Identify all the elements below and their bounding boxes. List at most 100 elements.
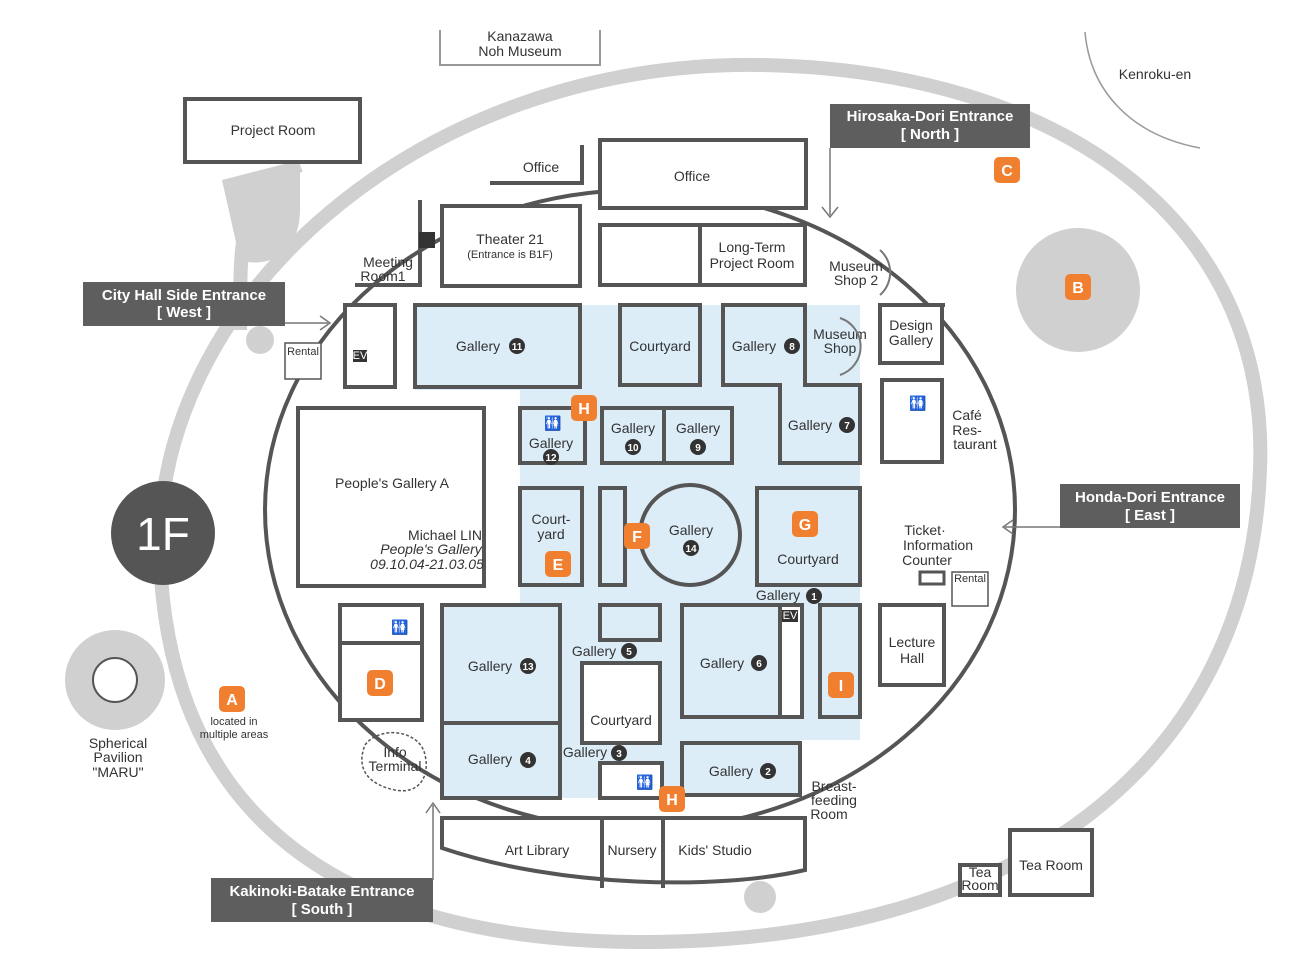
located-in-2: multiple areas	[200, 729, 269, 741]
meeting-room-label-1: Meeting	[363, 254, 413, 270]
theater-21-label: Theater 21	[476, 231, 544, 247]
gallery-4-num: 4	[525, 756, 531, 767]
pavilion-icon	[92, 657, 138, 703]
theater-21[interactable]	[440, 204, 582, 288]
entrance-south[interactable]: Kakinoki-Batake Entrance [ South ]	[211, 801, 441, 922]
pavilion-label-1: Spherical	[89, 735, 147, 751]
west-restrooms[interactable]	[338, 603, 424, 722]
design-gallery-label-2: Gallery	[889, 332, 933, 348]
courtyard-south[interactable]	[580, 661, 662, 745]
cafe-label-1: Café	[952, 407, 982, 423]
gallery-1-label: Gallery	[756, 587, 800, 603]
east-restrooms[interactable]	[880, 378, 944, 464]
gallery-11-num: 11	[512, 342, 523, 353]
entrance-east-name: Honda-Dori Entrance	[1075, 489, 1225, 506]
gallery-2[interactable]	[680, 741, 802, 797]
marker-c-label: C	[1001, 163, 1013, 180]
south-restrooms[interactable]	[598, 761, 664, 800]
entrance-east[interactable]: Honda-Dori Entrance [ East ]	[1001, 484, 1240, 535]
gallery-9-num: 9	[695, 443, 701, 454]
marker-h-south[interactable]: H	[659, 786, 685, 812]
entrance-west-name: City Hall Side Entrance	[102, 287, 266, 304]
noh-museum-line1: Kanazawa	[487, 28, 553, 44]
tea-room-label: Tea Room	[1019, 857, 1083, 873]
entrance-east-dir: [ East ]	[1125, 507, 1175, 524]
museum-shop-2-label-1: Museum	[829, 258, 883, 274]
marker-h-north[interactable]: H	[571, 395, 597, 421]
marker-g[interactable]: G	[792, 511, 818, 537]
courtyard-south-label: Courtyard	[590, 712, 651, 728]
marker-b-label: B	[1072, 280, 1084, 297]
breastfeeding-label-1: Breast-	[811, 778, 856, 794]
gallery-7-label: Gallery	[788, 417, 832, 433]
west-ev-label: EV	[353, 350, 368, 362]
gallery-3-label: Gallery	[563, 744, 607, 760]
rental-west-label: Rental	[287, 346, 319, 358]
gallery-7-num: 7	[844, 421, 850, 432]
gallery-8-num: 8	[789, 342, 795, 353]
gallery-4[interactable]	[440, 721, 562, 800]
office-2[interactable]	[598, 138, 808, 210]
gallery-1-num: 1	[811, 592, 817, 603]
gallery-6-label: Gallery	[700, 655, 744, 671]
gallery-2-num: 2	[765, 767, 771, 778]
gallery-12-label: Gallery	[529, 435, 573, 451]
courtyard-north-label: Courtyard	[629, 338, 690, 354]
courtyard-g-label: Courtyard	[777, 551, 838, 567]
entrance-north[interactable]: Hirosaka-Dori Entrance [ North ]	[821, 104, 1030, 219]
marker-d-label: D	[374, 676, 386, 693]
marker-f-label: F	[632, 529, 642, 546]
tea-room-small-label-2: Room	[961, 877, 998, 893]
tea-room-small[interactable]	[958, 863, 1002, 897]
marker-b[interactable]: B	[1065, 274, 1091, 300]
lecture-hall[interactable]	[878, 603, 946, 687]
east-service[interactable]	[818, 603, 862, 719]
ticket-counter[interactable]	[918, 570, 946, 586]
gallery-11-label: Gallery	[456, 338, 500, 354]
peoples-gallery-a[interactable]	[296, 406, 486, 588]
gallery-8-7[interactable]	[721, 303, 862, 465]
long-term-label-1: Long-Term	[719, 239, 786, 255]
south-wing	[440, 816, 807, 885]
project-room[interactable]	[183, 97, 362, 164]
marker-i[interactable]: I	[828, 672, 854, 698]
long-term-project-room[interactable]	[598, 223, 807, 287]
meeting-room-label-2: Room1	[360, 268, 405, 284]
gallery-6-num: 6	[756, 659, 762, 670]
marker-i-label: I	[839, 678, 843, 695]
breastfeeding-label-3: Room	[810, 806, 847, 822]
tea-room-small-label-1: Tea	[969, 864, 992, 880]
michael-lin-label: Michael LIN	[408, 527, 482, 543]
south-restroom-icon: 🚻	[636, 774, 653, 791]
courtyard-e-label-1: Court-	[532, 511, 571, 527]
ticket-label-1: Ticket·	[904, 522, 945, 538]
marker-f[interactable]: F	[624, 523, 650, 549]
marker-e[interactable]: E	[545, 551, 571, 577]
marker-e-label: E	[553, 557, 564, 574]
gallery-4-label: Gallery	[468, 751, 512, 767]
ticket-label-2: Information	[903, 537, 973, 553]
tea-room[interactable]	[1008, 828, 1094, 897]
museum-shop-label-1: Museum	[813, 326, 867, 342]
gallery-14-label: Gallery	[669, 522, 713, 538]
marker-c[interactable]: C	[994, 157, 1020, 183]
west-stairs-elevator[interactable]	[343, 303, 397, 389]
info-terminal-outline	[361, 731, 427, 792]
entrance-west[interactable]: City Hall Side Entrance [ West ]	[83, 282, 332, 331]
entrance-west-dir: [ West ]	[157, 304, 211, 321]
east-ev-label: EV	[783, 610, 798, 622]
corridor-f	[598, 486, 627, 587]
gallery-11[interactable]	[413, 303, 582, 389]
courtyard-north[interactable]	[618, 303, 702, 387]
gallery-13[interactable]	[440, 603, 562, 725]
entrance-north-dir: [ North ]	[901, 126, 959, 143]
michael-lin-dates: 09.10.04-21.03.05	[370, 556, 484, 572]
gallery-12-num: 12	[545, 453, 557, 464]
marker-a[interactable]: A	[219, 686, 245, 712]
courtyard-e-label-2: yard	[537, 526, 564, 542]
marker-d[interactable]: D	[367, 670, 393, 696]
south-box	[598, 603, 662, 642]
east-ev-stairs[interactable]	[778, 603, 804, 719]
design-gallery[interactable]	[878, 303, 944, 365]
